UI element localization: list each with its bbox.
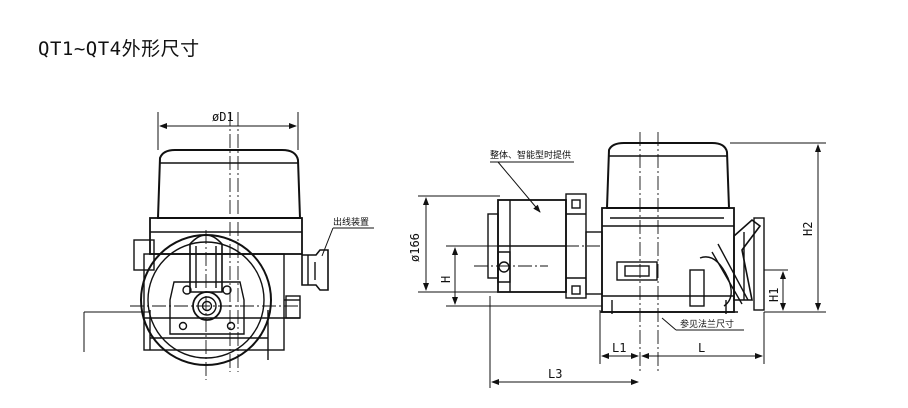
label-d166: ø166 xyxy=(408,233,422,262)
dimension-h1 xyxy=(764,269,788,311)
dimension-d166 xyxy=(418,195,500,293)
front-centerlines xyxy=(130,112,300,380)
label-note: 整体、智能型时提供 xyxy=(490,149,571,161)
label-outlet: 出线装置 xyxy=(333,216,369,228)
label-h: H xyxy=(439,276,453,283)
note-leader xyxy=(490,161,574,213)
outlet-leader xyxy=(321,227,374,257)
page-title: QT1~QT4外形尺寸 xyxy=(38,38,200,60)
label-d1: øD1 xyxy=(212,110,234,124)
side-view xyxy=(487,142,765,314)
dimension-d1 xyxy=(157,112,299,150)
label-h2: H2 xyxy=(801,222,815,236)
side-centerlines xyxy=(455,132,659,372)
label-l3: L3 xyxy=(548,367,562,381)
flange-ref-leader xyxy=(661,317,744,331)
dimension-h2 xyxy=(730,142,826,313)
dimension-l3 xyxy=(489,296,639,388)
dimension-h xyxy=(446,245,602,307)
front-view xyxy=(133,149,329,366)
label-l1: L1 xyxy=(612,341,626,355)
label-l: L xyxy=(698,341,705,355)
label-flange-ref: 参见法兰尺寸 xyxy=(680,318,734,330)
dimension-l1-l xyxy=(599,310,765,364)
label-h1: H1 xyxy=(767,288,781,302)
